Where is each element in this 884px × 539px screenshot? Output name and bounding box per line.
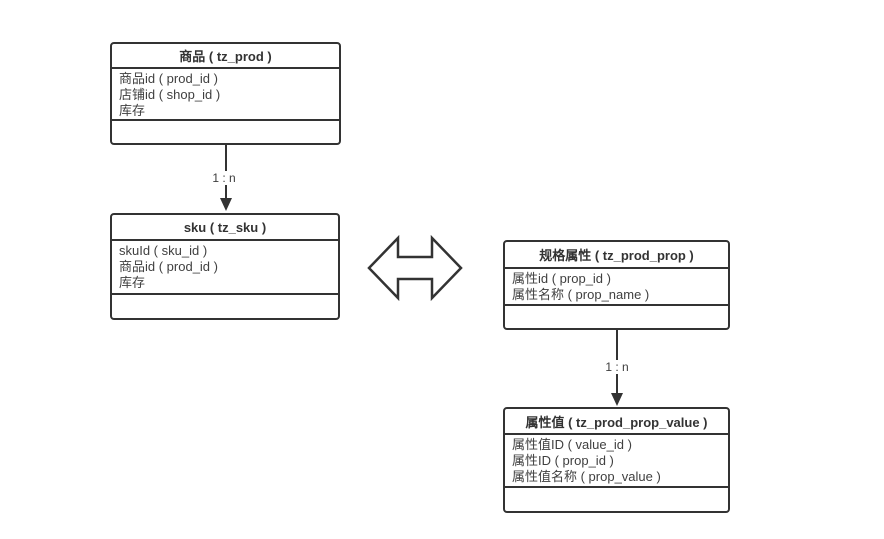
entity-prod-fields: 商品id ( prod_id ) 店铺id ( shop_id ) 库存: [112, 69, 339, 121]
entity-prop-footer: [505, 306, 728, 328]
arrow-down-icon: [220, 198, 232, 211]
arrow-down-icon: [611, 393, 623, 406]
entity-field: 商品id ( prod_id ): [119, 259, 218, 274]
entity-propvalue-fields: 属性值ID ( value_id ) 属性ID ( prop_id ) 属性值名…: [505, 435, 728, 488]
entity-prop-fields: 属性id ( prop_id ) 属性名称 ( prop_name ): [505, 269, 728, 306]
entity-prod-title: 商品 ( tz_prod ): [112, 44, 339, 69]
entity-field: 属性名称 ( prop_name ): [512, 287, 650, 302]
entity-prod-table: 商品 ( tz_prod ) 商品id ( prod_id ) 店铺id ( s…: [110, 42, 341, 145]
entity-propvalue-table: 属性值 ( tz_prod_prop_value ) 属性值ID ( value…: [503, 407, 730, 513]
entity-prod-footer: [112, 121, 339, 143]
double-arrow-icon: [367, 234, 463, 302]
entity-sku-table: sku ( tz_sku ) skuId ( sku_id ) 商品id ( p…: [110, 213, 340, 320]
entity-field: 属性值名称 ( prop_value ): [512, 469, 661, 484]
entity-field: 属性id ( prop_id ): [512, 271, 611, 286]
entity-field: 属性值ID ( value_id ): [512, 437, 632, 452]
entity-field: 库存: [119, 103, 146, 118]
entity-sku-footer: [112, 295, 338, 318]
entity-field: 商品id ( prod_id ): [119, 71, 218, 86]
entity-prop-title: 规格属性 ( tz_prod_prop ): [505, 242, 728, 269]
entity-sku-title: sku ( tz_sku ): [112, 215, 338, 241]
entity-propvalue-title: 属性值 ( tz_prod_prop_value ): [505, 409, 728, 435]
entity-prop-table: 规格属性 ( tz_prod_prop ) 属性id ( prop_id ) 属…: [503, 240, 730, 330]
entity-field: 库存: [119, 275, 146, 290]
connector-prop-propvalue-label: 1 : n: [602, 360, 632, 374]
entity-sku-fields: skuId ( sku_id ) 商品id ( prod_id ) 库存: [112, 241, 338, 295]
entity-propvalue-footer: [505, 488, 728, 511]
entity-field: 店铺id ( shop_id ): [119, 87, 221, 102]
entity-field: skuId ( sku_id ): [119, 243, 208, 258]
connector-prod-sku-label: 1 : n: [209, 171, 239, 185]
entity-field: 属性ID ( prop_id ): [512, 453, 614, 468]
